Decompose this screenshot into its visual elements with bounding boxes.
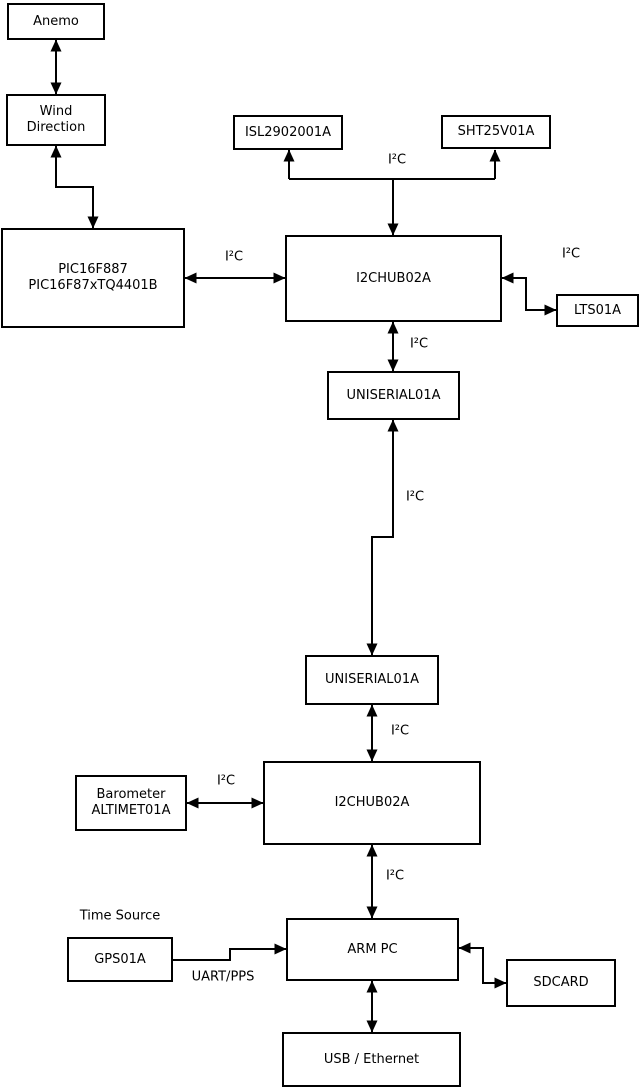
label-i2c-barometer-hub: I²C [216,773,236,789]
node-wind-direction: Wind Direction [6,94,106,146]
node-anemo: Anemo [7,3,105,40]
node-isl2902001a: ISL2902001A [233,115,343,150]
node-i2chub02a-top: I2CHUB02A [285,235,502,322]
label-i2c-hub-uniserial-top: I²C [409,336,429,352]
label-i2c-uniserial-hub-bottom: I²C [390,723,410,739]
node-gps01a: GPS01A [67,937,173,982]
node-i2chub02a-bottom: I2CHUB02A [263,761,481,845]
node-uniserial01a-top: UNISERIAL01A [327,371,460,420]
node-uniserial01a-bottom: UNISERIAL01A [305,655,439,705]
label-i2c-sensor-bus: I²C [387,152,407,168]
label-i2c-hub-lts: I²C [561,246,581,262]
node-usb-ethernet: USB / Ethernet [282,1032,461,1087]
node-sht25v01a: SHT25V01A [441,115,551,149]
label-i2c-pic-hub: I²C [224,249,244,265]
node-arm-pc: ARM PC [286,918,459,981]
edge-wind-pic [50,145,99,229]
label-i2c-long-link: I²C [405,489,425,505]
node-pic16f887: PIC16F887 PIC16F87xTQ4401B [1,228,185,328]
label-time-source: Time Source [79,908,161,924]
edge-uniserial-top-uniserial-bottom [366,419,399,656]
node-sdcard: SDCARD [506,959,616,1007]
label-i2c-hub-armpc: I²C [385,868,405,884]
label-uart-pps: UART/PPS [191,969,255,985]
node-lts01a: LTS01A [556,294,639,327]
edge-gps-armpc [173,943,287,961]
edge-i2chub-top-lts [501,272,557,316]
edge-armpc-sdcard [458,942,507,989]
node-barometer-altimet01a: Barometer ALTIMET01A [75,775,187,831]
